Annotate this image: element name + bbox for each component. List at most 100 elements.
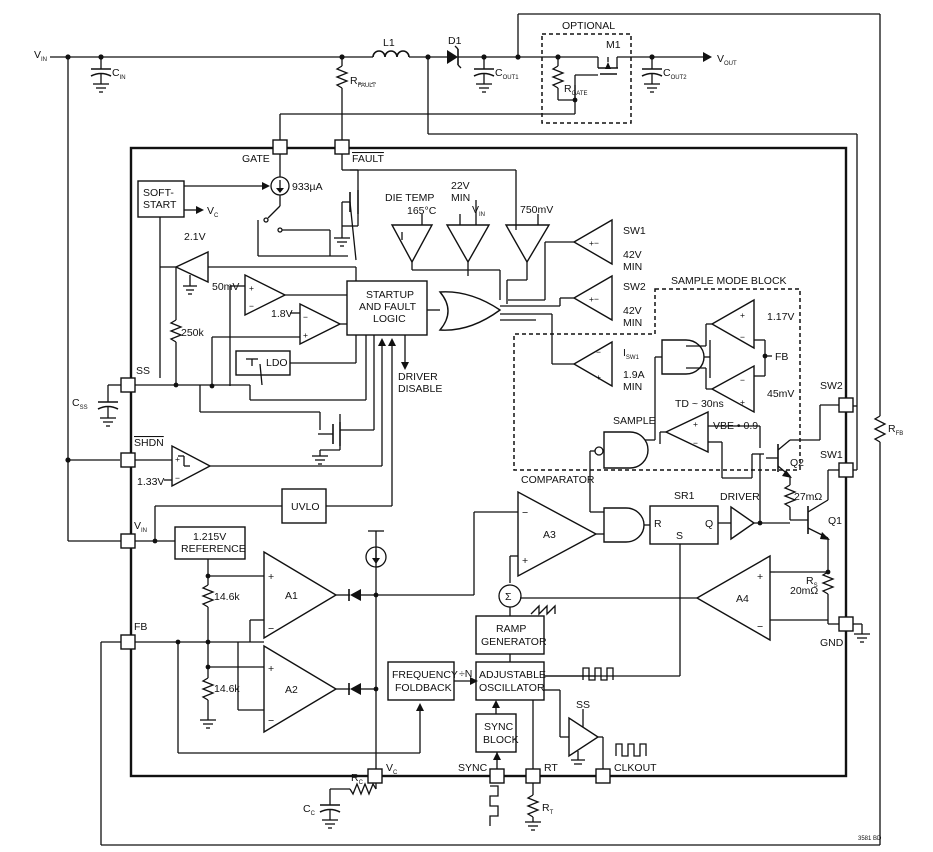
svg-text:+: + [596, 372, 601, 382]
startup-label-1: STARTUP [366, 289, 414, 301]
minb-label: MIN [623, 317, 642, 329]
cc-label: CC [303, 803, 316, 817]
svg-text:+: + [175, 454, 180, 464]
svg-text:+: + [522, 555, 528, 567]
sample-mode-label: SAMPLE MODE BLOCK [671, 275, 787, 287]
power-stage: + − [520, 404, 870, 643]
sample-label: SAMPLE [613, 415, 656, 427]
svg-text:+: + [693, 419, 698, 429]
sr-s-label: S [676, 530, 683, 542]
svg-text:−: − [740, 332, 745, 342]
soft-start-label-1: SOFT- [143, 187, 174, 199]
cout2-label: COUT2 [663, 67, 687, 81]
q1-label: Q1 [828, 515, 842, 527]
divn-label: ÷N [459, 668, 472, 680]
shdn-pin-label: SHDN [134, 437, 164, 449]
ldo-label: LDO [266, 357, 288, 369]
vin-mid-label: VIN [472, 204, 485, 218]
svg-text:+: + [303, 330, 308, 340]
r146a-label: 14.6k [214, 591, 240, 603]
pin-ss [120, 377, 136, 393]
optional-box [541, 33, 632, 124]
pin-shdn [120, 452, 136, 468]
mv45-label: 45mV [767, 388, 794, 400]
v117-label: 1.17V [767, 311, 794, 323]
vin-pin-label: VIN [134, 520, 147, 534]
cout1-label: COUT1 [495, 67, 519, 81]
pin-sw1 [838, 462, 854, 478]
vout-label: VOUT [717, 53, 737, 67]
clkout-pin-label: CLKOUT [614, 762, 657, 774]
pin-rt [525, 768, 541, 784]
sample-mode-block [513, 288, 801, 471]
ref-label-2: REFERENCE [181, 543, 246, 555]
svg-text:−: − [693, 438, 698, 448]
comparator-label: COMPARATOR [521, 474, 595, 486]
m1-label: M1 [606, 39, 621, 51]
pin-sync [489, 768, 505, 784]
v18-label: 1.8V [271, 308, 293, 320]
isw1-label: ISW1 [623, 347, 640, 361]
mv750-label: 750mV [520, 204, 553, 216]
svg-text:−: − [596, 347, 601, 357]
sw1-pin-label: SW1 [820, 449, 843, 461]
ss-pin-label: SS [136, 365, 150, 377]
ref-label-1: 1.215V [193, 531, 226, 543]
r27-label: 27mΩ [794, 491, 822, 503]
svg-text:+: + [268, 571, 274, 583]
a19-label: 1.9A [623, 369, 645, 381]
q2-label: Q2 [790, 457, 804, 469]
r250k-label: 250k [181, 327, 205, 339]
svg-text:+: + [740, 397, 745, 407]
optional-label: OPTIONAL [562, 20, 615, 32]
a19-min-label: MIN [623, 381, 642, 393]
vbe-label: VBE • 0.9 [713, 420, 758, 432]
fb-pin-label: FB [134, 621, 147, 633]
protection-comparators: +− +− − + [350, 169, 613, 388]
svg-text:+−: +− [589, 238, 599, 248]
svg-text:−: − [522, 507, 528, 519]
rc-label: RC [351, 772, 364, 786]
fault-pin-label: FAULT [352, 153, 384, 165]
ss-buf-label: SS [576, 699, 590, 711]
vc-arrow-label: VC [207, 205, 219, 219]
v133-label: 1.33V [137, 476, 164, 488]
svg-text:+: + [757, 571, 763, 583]
svg-text:−: − [303, 312, 308, 322]
svg-text:−: − [740, 375, 745, 385]
osc-label-2: OSCILLATOR [479, 682, 545, 694]
ramp-label-2: GENERATOR [481, 636, 547, 648]
v22-label-1: 22V [451, 180, 470, 192]
driver-disable-1: DRIVER [398, 371, 438, 383]
external-power-path [50, 13, 887, 846]
rfb-label: RFB [888, 423, 903, 437]
r20-label: 20mΩ [790, 585, 818, 597]
rt-ext-label: RT [542, 802, 554, 816]
svg-text:+: + [268, 663, 274, 675]
freq-label-1: FREQUENCY [392, 669, 458, 681]
a3-label: A3 [543, 529, 556, 541]
sr-q-label: Q [705, 518, 713, 530]
ramp-label-1: RAMP [496, 623, 526, 635]
sr-r-label: R [654, 518, 662, 530]
rgate-label: RGATE [564, 83, 587, 97]
l1-label: L1 [383, 37, 395, 49]
css-label: CSS [72, 397, 88, 411]
pin-vc [367, 768, 383, 784]
rfault-label: RFAULT [350, 75, 376, 89]
v21-label: 2.1V [184, 231, 206, 243]
a2-label: A2 [285, 684, 298, 696]
v42b-label: 42V [623, 305, 642, 317]
svg-text:−: − [249, 301, 254, 311]
die-temp-label: DIE TEMP [385, 192, 434, 204]
freq-label-2: FOLDBACK [395, 682, 452, 694]
svg-text:−: − [757, 621, 763, 633]
startup-label-2: AND FAULT [359, 301, 417, 313]
r146b-label: 14.6k [214, 683, 240, 695]
uvlo-label: UVLO [291, 501, 320, 513]
sync-label-2: BLOCK [483, 734, 519, 746]
code-label: 3581 BD [858, 836, 882, 842]
osc-label-1: ADJUSTABLE [479, 669, 546, 681]
a4-label: A4 [736, 593, 749, 605]
